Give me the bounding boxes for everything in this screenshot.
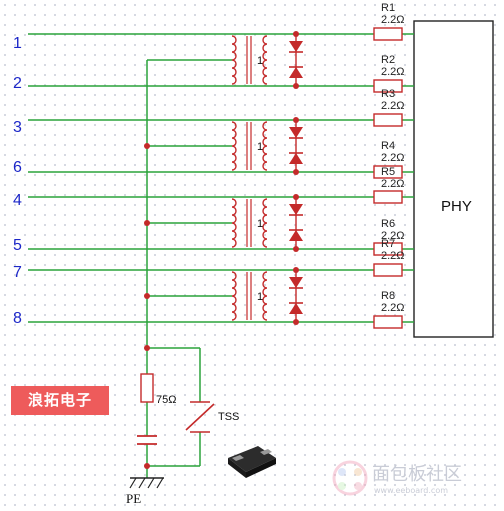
bias-resistor-value: 75Ω <box>156 394 176 406</box>
resistor-r8-name: R8 <box>381 290 395 302</box>
transformer-turns-1: 1 <box>257 55 263 67</box>
resistor-r5-name: R5 <box>381 166 395 178</box>
resistor-r5 <box>373 190 403 204</box>
resistor-r2-value: 2.2Ω <box>381 66 405 78</box>
transformer-turns-2: 1 <box>257 141 263 153</box>
resistor-r7-name: R7 <box>381 238 395 250</box>
transformer-4 <box>231 271 268 321</box>
port-label-1: 1 <box>13 35 22 52</box>
resistor-r4-value: 2.2Ω <box>381 152 405 164</box>
tvs-diode-2 <box>288 120 304 172</box>
resistor-r8-value: 2.2Ω <box>381 302 405 314</box>
port-label-6: 6 <box>13 159 22 176</box>
tss-label: TSS <box>218 411 239 423</box>
transformer-turns-4: 1 <box>257 291 263 303</box>
resistor-r3-value: 2.2Ω <box>381 100 405 112</box>
brand-badge: 浪拓电子 <box>11 386 109 415</box>
resistor-r1-value: 2.2Ω <box>381 14 405 26</box>
bias-capacitor <box>137 435 157 445</box>
resistor-r3 <box>373 113 403 127</box>
phy-block <box>413 20 494 338</box>
resistor-r5-value: 2.2Ω <box>381 178 405 190</box>
signal-wires <box>28 33 414 478</box>
phy-label: PHY <box>441 198 472 215</box>
port-label-5: 5 <box>13 237 22 254</box>
transformer-1 <box>231 35 268 85</box>
port-label-2: 2 <box>13 75 22 92</box>
transformer-2 <box>231 121 268 171</box>
port-label-4: 4 <box>13 192 22 209</box>
watermark-url: www.eeboard.com <box>374 486 449 495</box>
transformer-3 <box>231 198 268 248</box>
resistor-r6-name: R6 <box>381 218 395 230</box>
ground-label: PE <box>126 491 141 506</box>
watermark-text: 面包板社区 <box>372 464 462 485</box>
resistor-r7-value: 2.2Ω <box>381 250 405 262</box>
port-label-3: 3 <box>13 119 22 136</box>
transformer-turns-3: 1 <box>257 218 263 230</box>
resistor-r4-name: R4 <box>381 140 395 152</box>
ground-icon <box>129 477 164 489</box>
port-label-8: 8 <box>13 310 22 327</box>
tss-thyristor <box>185 401 215 433</box>
port-label-7: 7 <box>13 264 22 281</box>
resistor-r1 <box>373 27 403 41</box>
resistor-r2-name: R2 <box>381 54 395 66</box>
watermark-logo-icon <box>332 460 368 496</box>
resistor-r7 <box>373 263 403 277</box>
smd-package-image <box>228 446 276 478</box>
resistor-r1-name: R1 <box>381 2 395 14</box>
resistor-r8 <box>373 315 403 329</box>
resistor-r6-value: 2.2Ω <box>381 230 405 242</box>
tvs-diode-3 <box>288 197 304 249</box>
tvs-diode-4 <box>288 270 304 322</box>
tvs-diode-1 <box>288 34 304 86</box>
resistor-r3-name: R3 <box>381 88 395 100</box>
bias-resistor <box>140 373 154 403</box>
